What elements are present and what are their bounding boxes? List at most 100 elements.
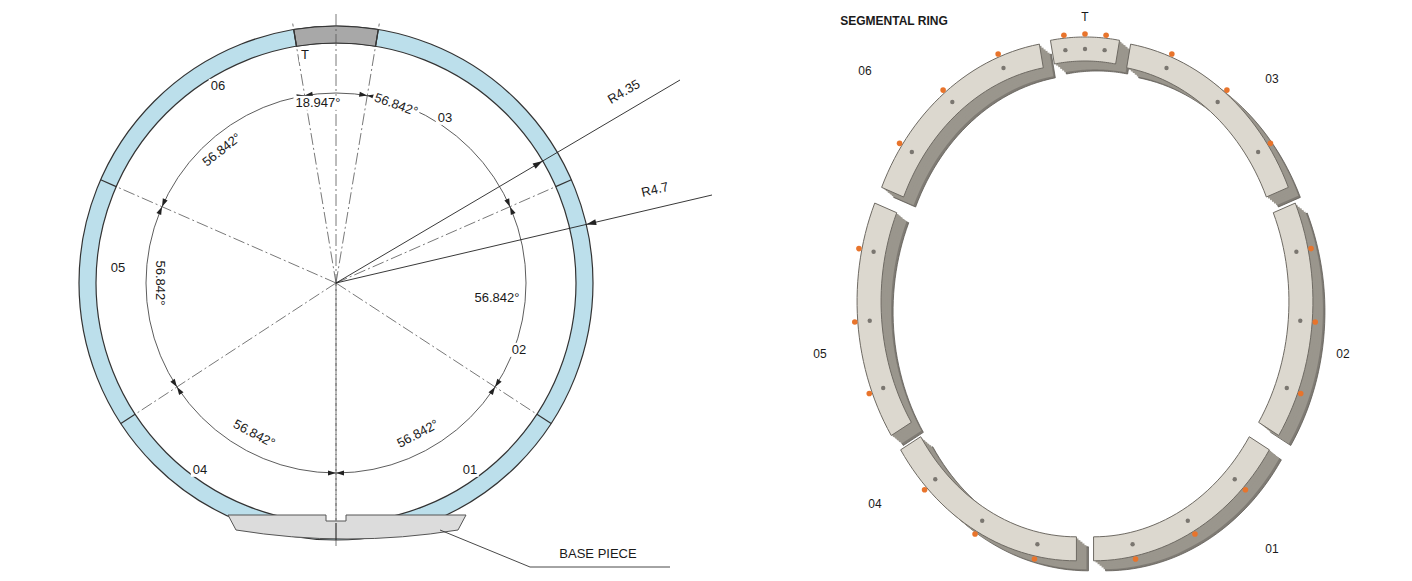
bolt-pocket — [1130, 542, 1134, 546]
segment-face — [1259, 203, 1313, 435]
connector-bolt — [866, 391, 872, 397]
dimension-arrow — [504, 198, 510, 206]
bolt-pocket — [1164, 66, 1168, 70]
center-line — [336, 24, 379, 283]
leader-line — [440, 530, 670, 567]
center-line — [336, 187, 556, 283]
bolt-pocket — [1063, 48, 1067, 52]
connector-bolt — [1308, 246, 1314, 252]
section-view — [79, 14, 712, 567]
connector-bolt — [1268, 141, 1274, 147]
dimension-arrow — [336, 470, 344, 475]
bolt-pocket — [1285, 386, 1289, 390]
bolt-pocket — [1294, 250, 1298, 254]
ring-segment — [1259, 203, 1325, 445]
segment-joint — [335, 523, 336, 540]
angle-dimension: 56.842° — [198, 129, 245, 170]
connector-bolt — [995, 51, 1001, 57]
bolt-pocket — [980, 519, 984, 523]
segment-face — [882, 44, 1044, 197]
center-line — [116, 187, 336, 283]
segment-joint — [537, 414, 551, 423]
angle-dimension: 56.842° — [153, 259, 167, 308]
dimension-arrow — [359, 92, 367, 97]
bolt-pocket — [1035, 542, 1039, 546]
bolt-pocket — [1102, 48, 1106, 52]
dimension-arrow — [156, 207, 162, 215]
ring-segment — [901, 437, 1089, 571]
bolt-pocket — [1233, 477, 1237, 481]
segment-label: 01 — [1265, 543, 1278, 556]
ring-segment — [1127, 44, 1301, 207]
connector-bolt — [1169, 51, 1175, 57]
ring-segment — [1094, 437, 1282, 571]
segment-label: 02 — [510, 343, 528, 357]
connector-bolt — [1103, 32, 1109, 38]
segment-joint — [101, 180, 117, 187]
dimension-arrow — [170, 379, 177, 387]
center-line — [336, 283, 537, 414]
callout-text: BASE PIECE — [557, 547, 638, 561]
segment-face — [901, 437, 1077, 561]
connector-bolt — [1133, 556, 1139, 562]
segment-face — [1094, 437, 1270, 561]
connector-bolt — [1298, 391, 1304, 397]
segment-joint — [121, 414, 135, 423]
connector-bolt — [852, 319, 858, 325]
bolt-pocket — [871, 250, 875, 254]
dimension-arrow — [495, 379, 502, 387]
segment-label: T — [299, 48, 311, 62]
angle-dimension: 56.842° — [393, 416, 443, 452]
bolt-pocket — [1256, 150, 1260, 154]
bolt-pocket — [1001, 66, 1005, 70]
angle-dimension: 56.842° — [473, 291, 522, 305]
dimension-arrow — [328, 470, 336, 475]
bolt-pocket — [950, 100, 954, 104]
connector-bolt — [897, 141, 903, 147]
connector-bolt — [1082, 31, 1088, 37]
segment-label: 05 — [109, 261, 127, 275]
connector-bolt — [856, 246, 862, 252]
dimension-arrow — [177, 387, 184, 395]
figure-heading: SEGMENTAL RING — [840, 15, 948, 28]
ring-segment — [882, 44, 1056, 207]
segment-label: 04 — [868, 498, 881, 511]
segment-label: 06 — [858, 65, 871, 78]
radius-leader — [336, 195, 712, 283]
radius-arrow — [586, 219, 596, 225]
segment-face — [1050, 37, 1119, 64]
angle-dimension: 18.947° — [294, 96, 343, 110]
connector-bolt — [922, 487, 928, 493]
connector-bolt — [1192, 531, 1198, 537]
connector-bolt — [972, 531, 978, 537]
radius-dimension: R4.7 — [638, 179, 672, 200]
segment-label: 06 — [209, 79, 227, 93]
bolt-pocket — [1083, 47, 1087, 51]
segment-face — [857, 203, 911, 435]
exploded-view — [852, 31, 1325, 571]
angle-dimension: 56.842° — [229, 416, 279, 452]
radius-dimension: R4.35 — [604, 76, 645, 108]
connector-bolt — [1032, 556, 1038, 562]
segment-label: 03 — [436, 111, 454, 125]
dimension-arrow — [510, 207, 516, 215]
radius-leader — [336, 80, 680, 283]
segment-joint — [294, 30, 297, 47]
bolt-pocket — [881, 386, 885, 390]
segment-label: 02 — [1336, 348, 1349, 361]
bolt-pocket — [1186, 519, 1190, 523]
bolt-pocket — [1215, 100, 1219, 104]
bolt-pocket — [933, 477, 937, 481]
radius-arrow — [533, 161, 543, 169]
base-piece — [228, 515, 466, 539]
segment-label: 01 — [461, 463, 479, 477]
dimension-arrow — [489, 387, 496, 395]
segment-label: 03 — [1265, 73, 1278, 86]
dimension-arrow — [162, 198, 168, 206]
segment-label: 05 — [813, 348, 826, 361]
center-line — [336, 14, 337, 548]
ring-segment — [1050, 31, 1131, 74]
angle-dimension: 56.842° — [371, 90, 422, 120]
